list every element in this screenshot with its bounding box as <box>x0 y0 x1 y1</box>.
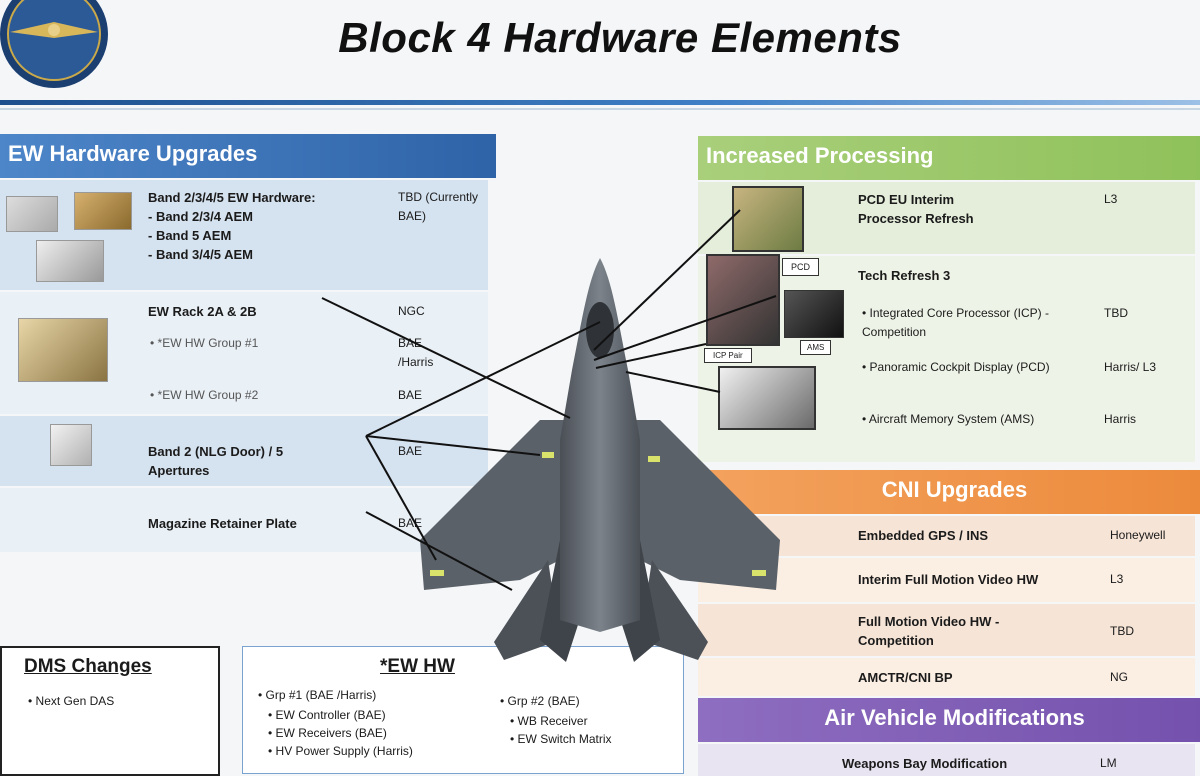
cni-row-2-item: Interim Full Motion Video HW <box>858 572 1039 587</box>
ew-grp1-title: Grp #1 (BAE /Harris) <box>258 686 377 705</box>
ew-grp2-title: Grp #2 (BAE) <box>500 692 580 711</box>
ew-row-2-vendor: NGC <box>398 304 425 318</box>
ew-row-4-item: Magazine Retainer Plate <box>148 516 297 531</box>
cni-row-4 <box>698 658 1195 696</box>
ew-hardware-thumbnail-3 <box>36 240 104 282</box>
ew-hardware-header: EW Hardware Upgrades <box>0 134 496 178</box>
ew-grp1-item-3: HV Power Supply (Harris) <box>268 742 413 761</box>
ew-group-1-label: *EW HW Group #1 <box>150 334 259 353</box>
ew-rack-thumbnail <box>18 318 108 382</box>
tr3-item-1: Integrated Core Processor (ICP) - Compet… <box>862 304 1072 342</box>
ew-group-2-label: *EW HW Group #2 <box>150 386 259 405</box>
program-seal-logo <box>0 0 108 88</box>
cni-row-1-item: Embedded GPS / INS <box>858 528 989 543</box>
avm-row-1 <box>698 744 1195 776</box>
ew-hardware-thumbnail-1 <box>6 196 58 232</box>
ams-image <box>784 290 844 338</box>
ew-row-1-item: Band 2/3/4/5 EW Hardware: - Band 2/3/4 A… <box>148 190 316 262</box>
ew-group-1-vendor: BAE /Harris <box>398 336 434 369</box>
tr3-item-1-vendor: TBD <box>1104 306 1128 320</box>
ew-grp1-item-1: EW Controller (BAE) <box>268 706 386 725</box>
pcd-processor-image <box>732 186 804 252</box>
air-vehicle-modifications-header: Air Vehicle Modifications <box>698 698 1200 742</box>
avm-row-1-item: Weapons Bay Modification <box>842 756 1008 771</box>
cni-upgrades-header: CNI Upgrades <box>698 470 1200 514</box>
processing-row-1-item: PCD EU Interim Processor Refresh <box>858 192 974 226</box>
tr3-item-2-vendor: Harris/ L3 <box>1104 360 1157 374</box>
cni-row-3-vendor: TBD <box>1110 624 1134 638</box>
ew-hw-box-title: *EW HW <box>380 656 455 677</box>
ew-hardware-thumbnail-2 <box>74 192 132 230</box>
cni-row-1-vendor: Honeywell <box>1110 528 1166 542</box>
cni-row-1 <box>698 516 1195 556</box>
icp-hardware-image <box>718 366 816 430</box>
cni-row-4-item: AMCTR/CNI BP <box>858 670 953 685</box>
dms-item-1: Next Gen DAS <box>28 692 115 711</box>
dms-changes-box <box>0 646 220 776</box>
header-rule-secondary <box>0 108 1200 110</box>
cni-row-4-vendor: NG <box>1110 670 1128 684</box>
icp-image-label: ICP Pair <box>704 348 752 363</box>
tr3-item-3: Aircraft Memory System (AMS) <box>862 410 1062 429</box>
ew-group-2-vendor: BAE <box>398 388 423 402</box>
processing-row-2-item: Tech Refresh 3 <box>858 268 951 283</box>
page-title: Block 4 Hardware Elements <box>338 14 902 61</box>
ew-aperture-thumbnail <box>50 424 92 466</box>
cni-row-2 <box>698 558 1195 602</box>
ew-row-1-vendor: TBD (Currently BAE) <box>398 190 479 223</box>
ew-grp2-item-2: EW Switch Matrix <box>510 730 612 749</box>
pcd-cockpit-image <box>706 254 780 346</box>
dms-changes-title: DMS Changes <box>24 656 152 677</box>
ew-grp2-item-1: WB Receiver <box>510 712 588 731</box>
ew-row-2-item: EW Rack 2A & 2B <box>148 304 257 319</box>
ams-image-label: AMS <box>800 340 832 355</box>
tr3-item-2: Panoramic Cockpit Display (PCD) <box>862 358 1072 377</box>
ew-row-3-vendor: BAE <box>398 444 423 458</box>
ew-row-3-item: Band 2 (NLG Door) / 5 Apertures <box>148 444 284 478</box>
pcd-image-label: PCD <box>782 258 820 276</box>
ew-row-4-vendor: BAE <box>398 516 423 530</box>
ew-grp1-item-2: EW Receivers (BAE) <box>268 724 387 743</box>
increased-processing-header: Increased Processing <box>698 136 1200 180</box>
avm-row-1-vendor: LM <box>1100 756 1117 770</box>
processing-row-1-vendor: L3 <box>1104 192 1118 206</box>
cni-row-2-vendor: L3 <box>1110 572 1124 586</box>
cni-row-3 <box>698 604 1195 656</box>
tr3-item-3-vendor: Harris <box>1104 412 1136 426</box>
header-rule <box>0 100 1200 105</box>
cni-row-3-item: Full Motion Video HW - Competition <box>858 614 1000 648</box>
